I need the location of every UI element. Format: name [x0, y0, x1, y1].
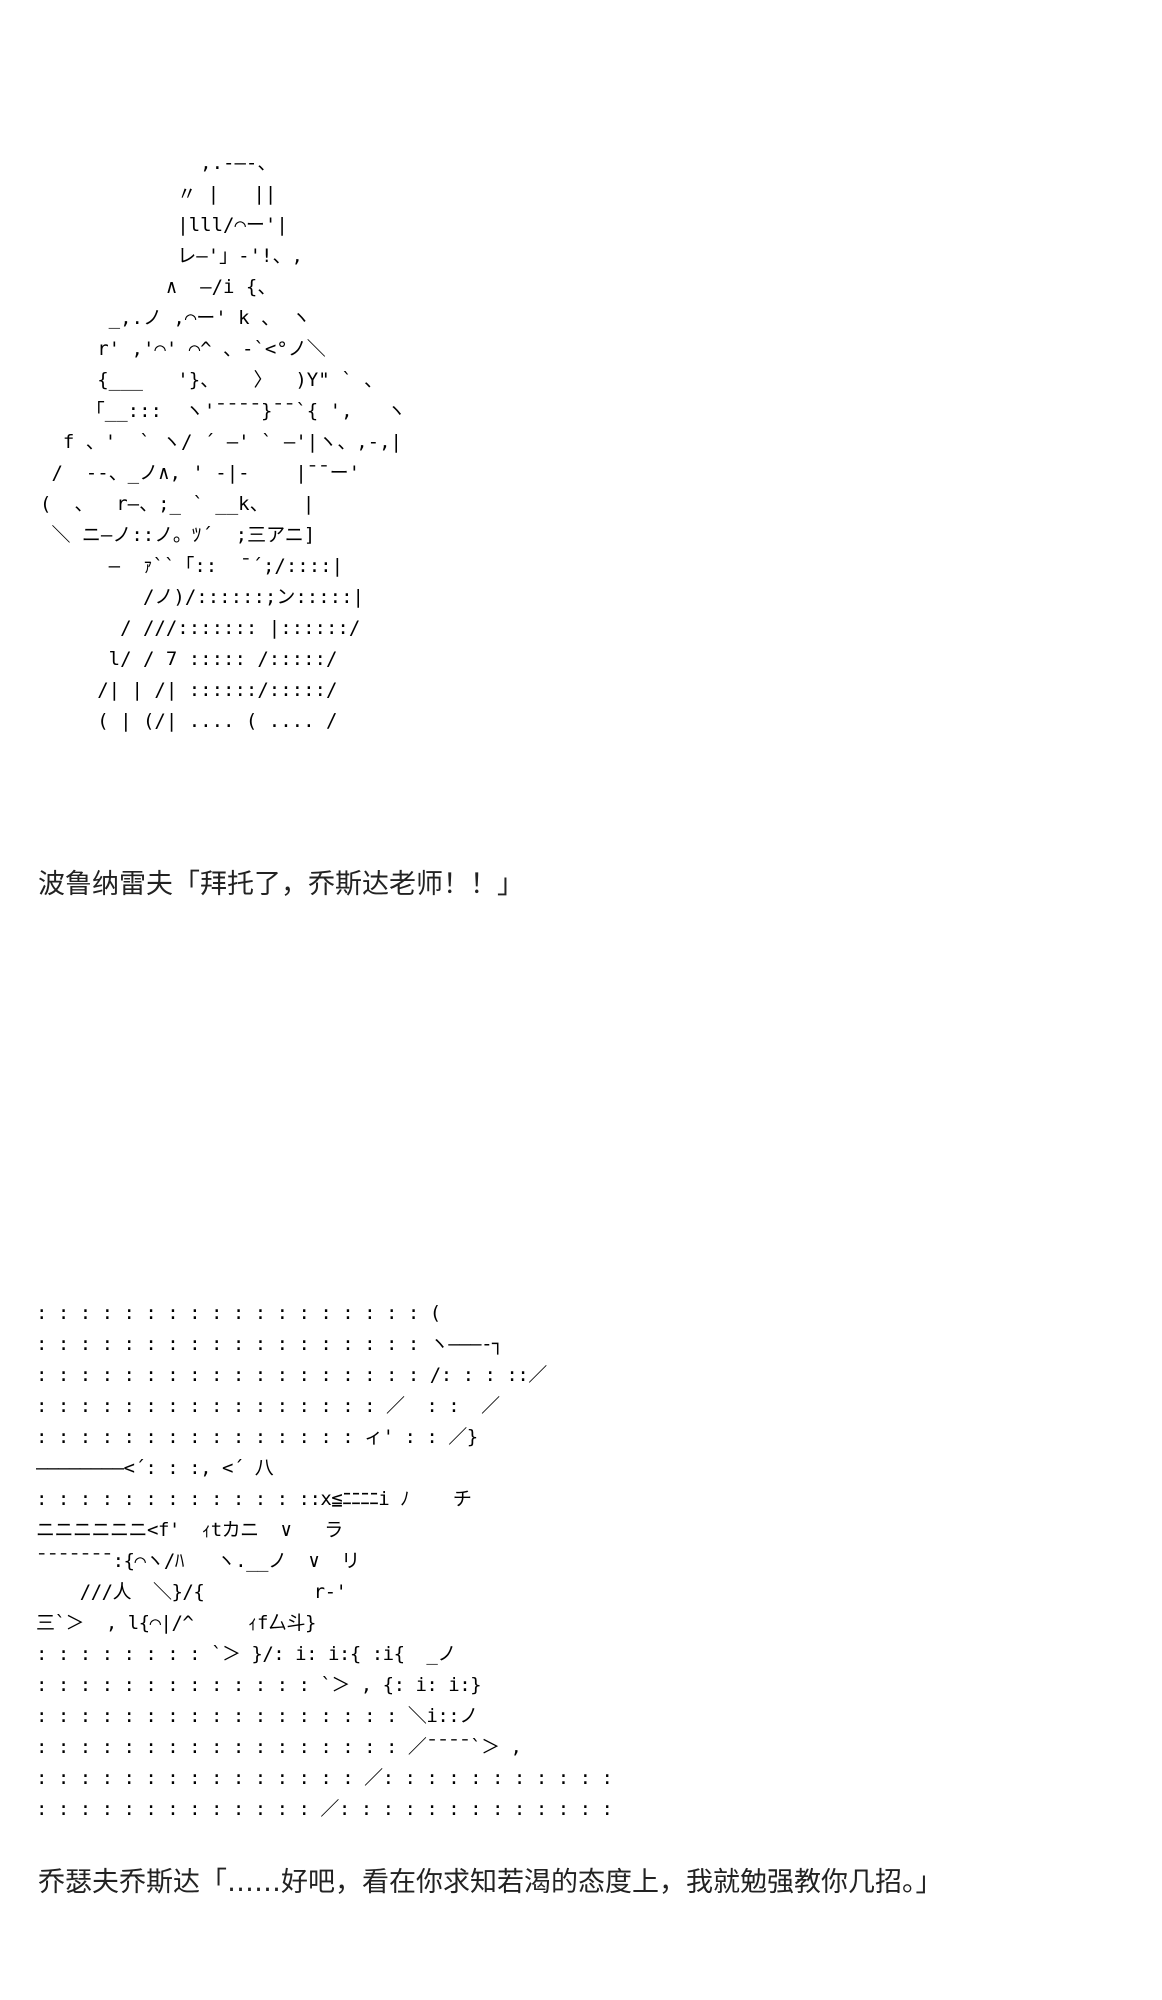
ascii-art-line: / ///::::::: |::::::/	[40, 617, 361, 639]
ascii-art-line: : : : : : : : : : : : : : : : : : : /: :…	[36, 1364, 547, 1386]
ascii-art-line: 「__::: ヽ'¯¯¯¯}¯¯`{ ', ヽ	[40, 400, 406, 422]
ascii-art-line: 三`＞ , l{⌒|/^ ｨf厶斗}	[36, 1612, 316, 1634]
ascii-art-line: ――――――――<´: : :, <´ 八	[36, 1457, 274, 1479]
ascii-art-line: ∧ ―/i {、	[40, 276, 277, 298]
ascii-art-line: ,.-―-、	[40, 152, 277, 174]
ascii-art-line: /| | /| ::::::/:::::/	[40, 679, 338, 701]
ascii-art-line: : : : : : : : : `＞ }/: i: i:{ :i{ _ノ	[36, 1643, 456, 1665]
dialogue-polnareff: 波鲁纳雷夫「拜托了，乔斯达老师！！」	[38, 869, 524, 900]
ascii-art-line: /ノ)/::::::;ン:::::|	[40, 586, 364, 608]
ascii-art-line: l/ / 7 ::::: /:::::/	[40, 648, 338, 670]
ascii-art-line: ニニニニニニ<f' ｨtカニ ∨ ラ	[36, 1519, 343, 1541]
ascii-art-line: : : : : : : : : : : : : ::x≦ﾆﾆﾆﾆi ﾉ チ	[36, 1488, 472, 1510]
dialogue-joseph: 乔瑟夫乔斯达「……好吧，看在你求知若渴的态度上，我就勉强教你几招。」	[38, 1867, 943, 1898]
ascii-art-line: _,.ノ ,⌒ー' k 、 ヽ	[40, 307, 311, 329]
ascii-art-line: ( 、 r―、;_ ` __k、 |	[40, 493, 315, 515]
ascii-art-line: f 、' ` ヽ/ ´ ―' ` ―'|ヽ、,-,|	[40, 431, 402, 453]
ascii-art-line: ― ｧ``「:: ¯´;/::::|	[40, 555, 344, 577]
ascii-art-line: : : : : : : : : : : : : : : : : : ／¯¯¯¯`…	[36, 1736, 522, 1758]
ascii-art-line: : : : : : : : : : : : : : : : : ／ : : ／	[36, 1395, 500, 1417]
ascii-art-line: r' ,'⌒' ⌒^ 、-`<°ノ＼	[40, 338, 326, 360]
ascii-art-line: ＼ ニ―ノ::ノ。ﾂ´ ;三アニ]	[40, 524, 316, 546]
ascii-art-line: / --、_ノ∧, ' -|- |¯¯ー'	[40, 462, 361, 484]
ascii-art-line: : : : : : : : : : : : : : : : : : : (	[36, 1302, 441, 1324]
ascii-art-line: : : : : : : : : : : : : : : : ／: : : : :…	[36, 1767, 613, 1789]
ascii-art-line: : : : : : : : : : : : : : : : : : ＼i::ノ	[36, 1705, 478, 1727]
ascii-art-line: 〃 | ||	[40, 183, 277, 205]
ascii-art-line: : : : : : : : : : : : : : ／: : : : : : :…	[36, 1798, 613, 1820]
ascii-art-line: ///人 ＼}/{ r-'	[36, 1581, 347, 1603]
ascii-art-line: : : : : : : : : : : : : : : : ィ' : : ／}	[36, 1426, 478, 1448]
ascii-art-polnareff: ,.-―-、 〃 | || |lll/⌒ー'| レ―'」-'!、, ∧ ―/i …	[40, 148, 406, 737]
ascii-art-line: レ―'」-'!、,	[40, 245, 303, 267]
ascii-art-line: : : : : : : : : : : : : : `＞ , {: i: i:}	[36, 1674, 482, 1696]
ascii-art-line: {___ '}、 〉 )Y" ` 、	[40, 369, 383, 391]
ascii-art-line: ( | (/| .... ( .... ∕	[40, 710, 338, 732]
ascii-art-line: : : : : : : : : : : : : : : : : : : ヽ―――…	[36, 1333, 504, 1355]
ascii-art-line: ¯¯¯¯¯¯¯:{⌒ヽ/ﾊ ヽ.__ノ ∨ リ	[36, 1550, 360, 1572]
ascii-art-joseph: : : : : : : : : : : : : : : : : : : ( : :…	[36, 1298, 613, 1825]
ascii-art-line: |lll/⌒ー'|	[40, 214, 288, 236]
